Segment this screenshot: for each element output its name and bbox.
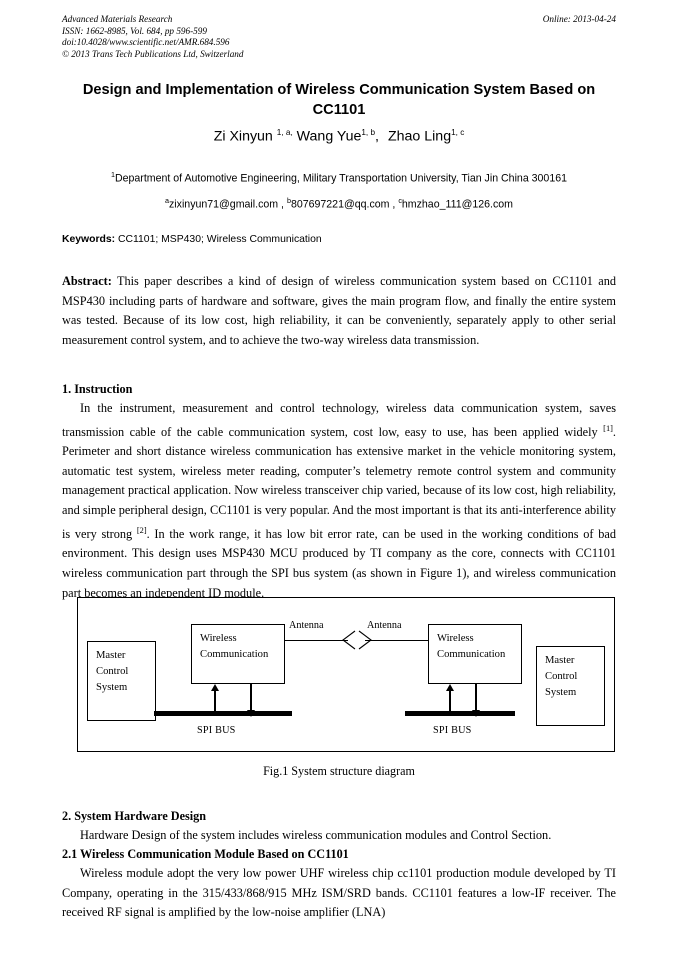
journal-doi: doi:10.4028/www.scientific.net/AMR.684.5…	[62, 37, 230, 48]
email-b-marker: b	[286, 196, 291, 205]
antenna-label-left: Antenna	[289, 620, 324, 631]
section-1-text-part-3: . In the work range, it has low bit erro…	[62, 526, 616, 600]
node-master-control-system-right: Master Control System	[536, 646, 605, 726]
author-2-affiliation-marker: 1, b	[361, 128, 376, 137]
author-2-name: Wang Yue	[296, 128, 362, 145]
node-line: Communication	[200, 649, 269, 660]
citation-ref-2: [2]	[136, 525, 147, 535]
spi-bus-bar-left	[154, 711, 292, 716]
antenna-icon-right	[358, 630, 372, 650]
arrow-down-icon-right	[472, 684, 480, 717]
node-line: Master	[96, 650, 126, 661]
antenna-icon-left	[342, 630, 356, 650]
journal-name: Advanced Materials Research	[62, 14, 173, 24]
section-1-paragraph: In the instrument, measurement and contr…	[62, 399, 616, 603]
author-emails: azixinyun71@gmail.com , b807697221@qq.co…	[40, 196, 638, 211]
email-c-marker: c	[398, 196, 402, 205]
spi-bus-label-right: SPI BUS	[433, 725, 472, 736]
keywords-label: Keywords:	[62, 234, 116, 245]
node-line: Wireless	[200, 633, 237, 644]
online-date: Online: 2013-04-24	[542, 14, 616, 24]
author-3-affiliation-marker: 1, c	[451, 128, 465, 137]
node-line: Master	[545, 655, 575, 666]
abstract-label: Abstract:	[62, 274, 112, 288]
author-3-name: Zhao Ling	[387, 128, 452, 145]
author-separator: ,	[375, 128, 379, 145]
section-1-text-part-1: In the instrument, measurement and contr…	[62, 401, 616, 439]
node-line: Communication	[437, 649, 506, 660]
affiliation-marker: 1	[110, 170, 115, 179]
section-1-heading: 1. Instruction	[62, 382, 133, 396]
antenna-lead-line-left	[285, 640, 348, 641]
keywords-line: Keywords: CC1101; MSP430; Wireless Commu…	[62, 234, 616, 245]
arrow-up-icon-left	[211, 684, 219, 711]
node-master-control-system-left: Master Control System	[87, 641, 156, 721]
journal-header: Advanced Materials Research ISSN: 1662-8…	[62, 14, 616, 60]
node-wireless-communication-left: Wireless Communication	[191, 624, 285, 684]
abstract-text: This paper describes a kind of design of…	[62, 274, 616, 347]
affiliation: 1Department of Automotive Engineering, M…	[40, 170, 638, 185]
node-line: Wireless	[437, 633, 474, 644]
section-2-1-paragraph: Wireless module adopt the very low power…	[62, 866, 616, 920]
section-2-1-heading: 2.1 Wireless Communication Module Based …	[62, 847, 349, 861]
affiliation-text: Department of Automotive Engineering, Mi…	[114, 172, 568, 185]
abstract-block: Abstract: This paper describes a kind of…	[62, 272, 616, 350]
email-b: 807697221@qq.com ,	[290, 198, 396, 211]
section-2-paragraph: Hardware Design of the system includes w…	[80, 828, 552, 842]
node-line: Control	[545, 671, 578, 682]
figure-caption: Fig.1 System structure diagram	[263, 764, 415, 778]
node-wireless-communication-right: Wireless Communication	[428, 624, 522, 684]
email-a-marker: a	[165, 196, 169, 205]
section-1-text-part-2: . Perimeter and short distance wireless …	[62, 424, 616, 541]
page-title: Design and Implementation of Wireless Co…	[82, 82, 596, 118]
journal-header-left: Advanced Materials Research ISSN: 1662-8…	[62, 14, 243, 60]
arrow-down-icon-left	[247, 684, 255, 717]
email-c: hmzhao_111@126.com	[401, 198, 513, 211]
node-line: Control	[96, 666, 129, 677]
journal-copyright: © 2013 Trans Tech Publications Ltd, Swit…	[62, 48, 244, 59]
author-list: Zi Xinyun 1, a, Wang Yue1, b, Zhao Ling1,…	[62, 128, 616, 145]
system-structure-figure: Master Control System Wireless Communica…	[77, 597, 615, 752]
keywords-value: CC1101; MSP430; Wireless Communication	[118, 234, 322, 245]
email-a: zixinyun71@gmail.com ,	[169, 198, 284, 211]
figure-canvas: Master Control System Wireless Communica…	[78, 598, 614, 751]
section-2-heading: 2. System Hardware Design	[62, 809, 206, 823]
arrow-up-icon-right	[446, 684, 454, 711]
spi-bus-bar-right	[405, 711, 515, 716]
node-line: System	[545, 687, 577, 698]
journal-issn-volume: ISSN: 1662-8985, Vol. 684, pp 596-599	[62, 25, 207, 36]
antenna-lead-line-right	[365, 640, 428, 641]
node-line: System	[96, 682, 128, 693]
citation-ref-1: [1]	[603, 423, 613, 433]
author-1-name: Zi Xinyun	[213, 128, 277, 145]
antenna-label-right: Antenna	[367, 620, 402, 631]
spi-bus-label-left: SPI BUS	[197, 725, 236, 736]
author-1-affiliation-marker: 1, a,	[276, 128, 293, 137]
